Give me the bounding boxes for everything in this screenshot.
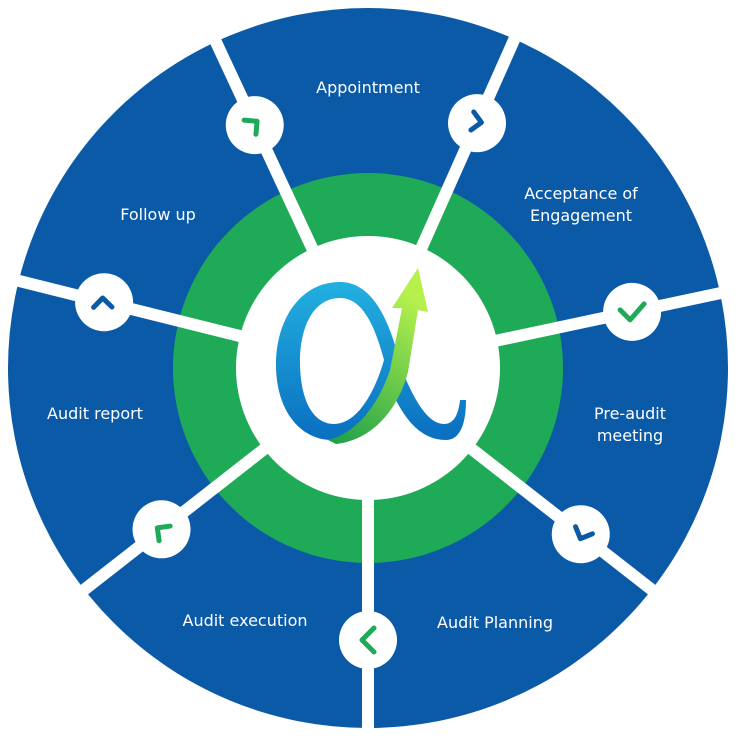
step-label-line: Appointment [316,78,420,97]
step-label-acceptance-of-engagement: Acceptance of Engagement [524,183,638,227]
connector-glyph [359,625,377,655]
connector-node [339,611,397,669]
step-label-line: meeting [596,426,664,445]
connector-glyph [468,109,484,133]
step-label-line: Audit execution [182,611,308,630]
step-label-follow-up: Follow up [120,204,196,226]
step-label-audit-report: Audit report [47,403,143,425]
chevron-arrow-icon [132,500,191,559]
step-label-line: Audit report [47,404,143,423]
step-label-line: Pre-audit [593,404,667,423]
connector-glyph [573,524,595,542]
step-label-line: Follow up [120,205,196,224]
connector-glyph [617,301,647,323]
step-label-line: Engagement [529,206,633,225]
check-icon [603,282,662,341]
step-label-audit-planning: Audit Planning [437,612,553,634]
connector-glyph [241,117,260,137]
chevron-arrow-icon [75,273,134,332]
center-circle [236,236,500,500]
step-label-appointment: Appointment [316,77,420,99]
growth-arrow [328,268,428,444]
chevron-arrow-icon [225,96,284,155]
connector-glyph [91,295,115,310]
step-label-pre-audit-meeting: Pre-audit meeting [594,403,666,447]
step-label-line: Acceptance of [524,184,638,203]
connector-glyph [154,523,173,544]
chevron-arrow-icon [448,94,507,153]
chevron-left-icon [339,611,397,669]
chevron-arrow-icon [551,505,610,564]
step-label-audit-execution: Audit execution [182,610,307,632]
alpha-logo-icon [276,268,466,444]
step-label-line: Audit Planning [437,613,553,632]
connector-node [603,282,662,341]
